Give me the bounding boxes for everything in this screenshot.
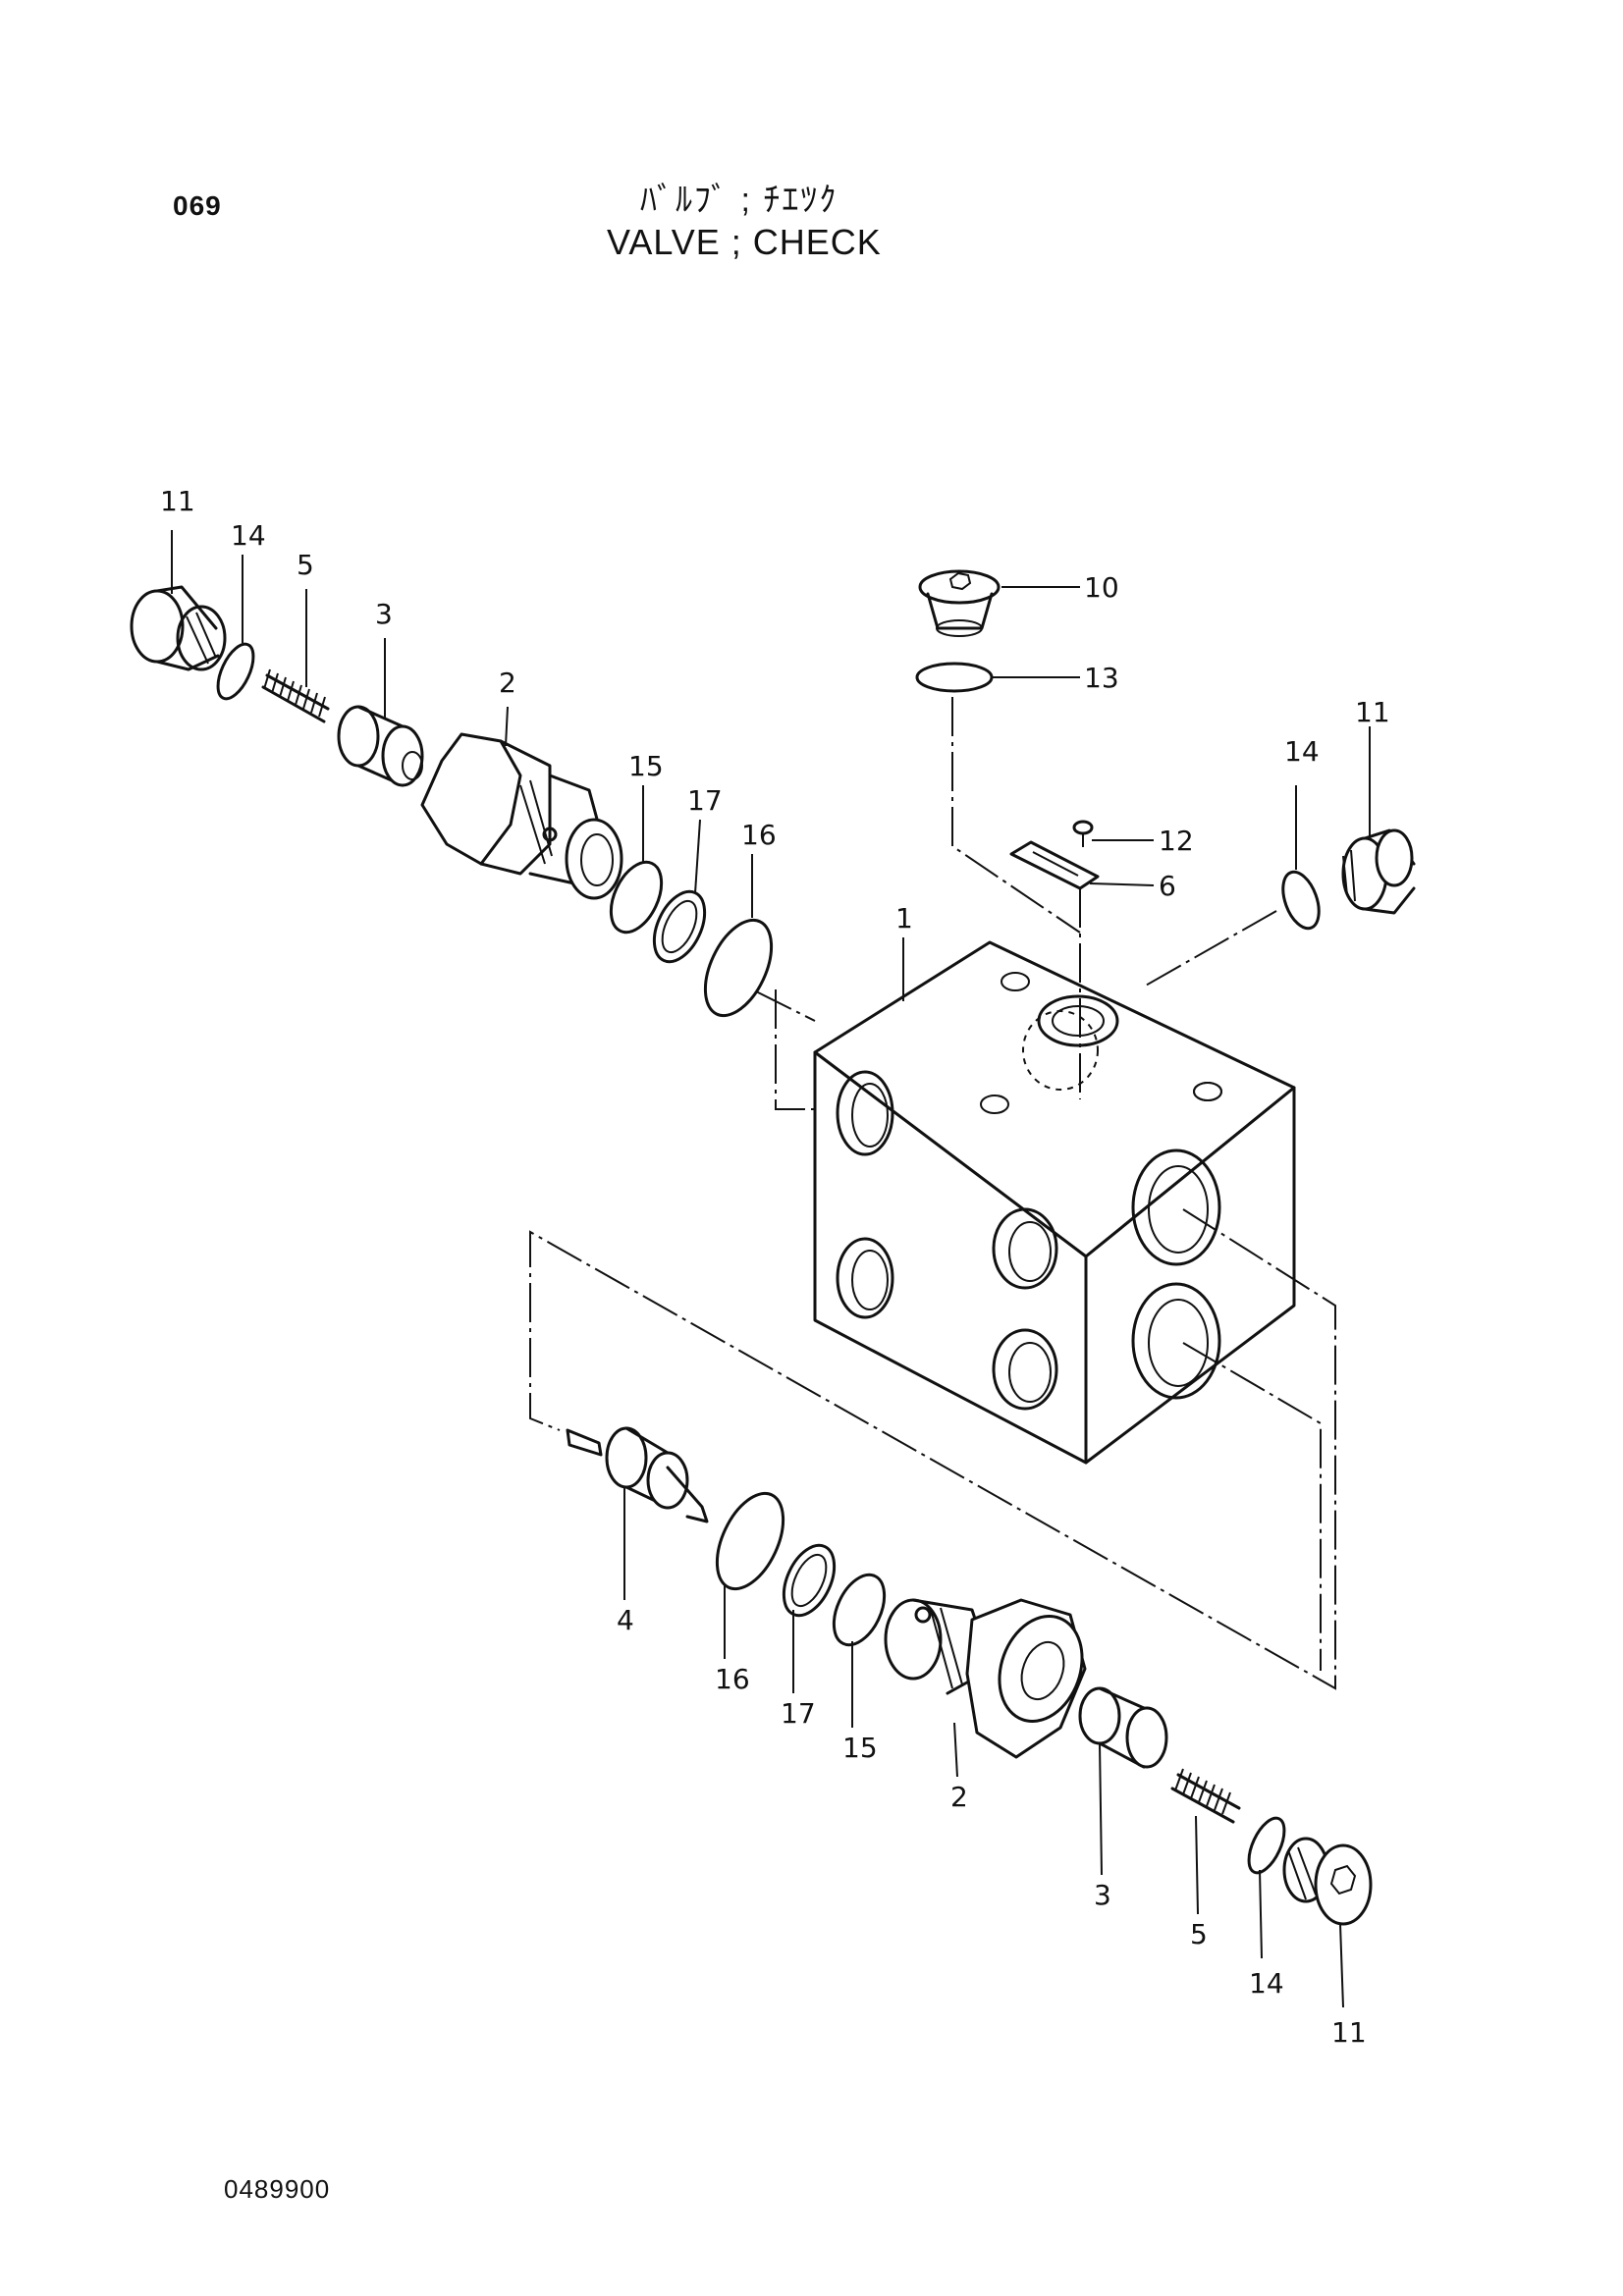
- leader-lines: [171, 530, 1371, 2008]
- valve-body: [813, 940, 1296, 1465]
- callout-3-lower: 3: [1094, 1879, 1111, 1911]
- poppet-lower-4: [566, 1426, 709, 1523]
- page-code: 069: [173, 190, 222, 221]
- callout-14-lower: 14: [1249, 1967, 1284, 2000]
- poppet-upper-left: [337, 705, 424, 787]
- callout-3-upper-left: 3: [375, 598, 393, 630]
- callout-4-poppet: 4: [617, 1604, 634, 1636]
- callout-10-plug: 10: [1084, 571, 1119, 604]
- callout-labels: 11 14 5 3 2 15 17 16 1 10 13 12 6 14 11 …: [160, 485, 1390, 2049]
- spring-lower-right-5: [1170, 1768, 1241, 1824]
- callout-16-lower: 16: [715, 1663, 750, 1695]
- callout-15-lower: 15: [842, 1732, 878, 1764]
- callout-14-right: 14: [1284, 735, 1320, 768]
- callout-6-plate: 6: [1159, 870, 1176, 902]
- callout-11-right: 11: [1355, 696, 1390, 728]
- title-english: VALVE ; CHECK: [607, 222, 882, 262]
- callout-5-lower: 5: [1190, 1918, 1208, 1950]
- plug-top-10: [918, 569, 1001, 637]
- backup-ring-upper-left-17: [652, 889, 707, 964]
- callout-2-upper-left: 2: [499, 667, 516, 699]
- document-number: 0489900: [224, 2174, 331, 2204]
- oring-lower-right-14: [1247, 1816, 1286, 1875]
- oring-top-13: [915, 662, 994, 693]
- plug-lower-right-11: [1282, 1837, 1373, 1926]
- plug-right-11: [1341, 828, 1416, 915]
- oring-right-14: [1281, 870, 1321, 931]
- callout-11-upper-left: 11: [160, 485, 195, 517]
- callout-15-upper-left: 15: [628, 750, 664, 782]
- oring-upper-left-16: [703, 918, 774, 1018]
- poppet-lower-right-3: [1078, 1686, 1168, 1769]
- plug-upper-left: [130, 585, 227, 671]
- spring-upper-left: [261, 668, 330, 723]
- callout-5-upper-left: 5: [297, 549, 314, 581]
- orifice-plate-6: [1009, 840, 1100, 890]
- oring-upper-left-15: [609, 860, 664, 934]
- oring-upper-left-14: [216, 642, 255, 701]
- callout-2-lower: 2: [950, 1781, 968, 1813]
- callout-12-screw: 12: [1159, 825, 1194, 857]
- assembly-centerlines: [529, 697, 1336, 1690]
- check-valve-seat-lower-right: [884, 1598, 1087, 1759]
- callout-17-upper-left: 17: [687, 784, 723, 817]
- callout-14-upper-left: 14: [231, 519, 266, 552]
- callout-1-body: 1: [895, 902, 913, 934]
- oring-lower-16: [715, 1491, 785, 1591]
- title-japanese: ﾊﾞﾙﾌﾞ ; ﾁｴﾂｸ: [640, 182, 839, 219]
- screw-12: [1072, 820, 1094, 847]
- callout-11-lower: 11: [1331, 2016, 1367, 2049]
- backup-ring-lower-17: [782, 1543, 837, 1618]
- callout-13-oring: 13: [1084, 662, 1119, 694]
- callout-17-lower: 17: [781, 1697, 816, 1730]
- callout-16-upper-left: 16: [741, 819, 777, 851]
- oring-lower-15: [832, 1573, 887, 1647]
- check-valve-seat-upper-left: [420, 732, 623, 900]
